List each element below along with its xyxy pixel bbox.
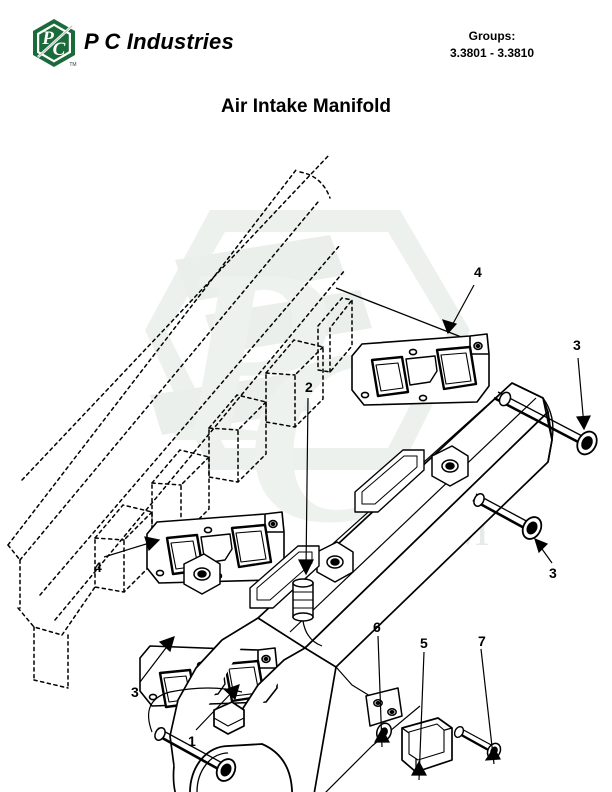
svg-text:TM: TM [69,62,76,68]
diagram-svg: P C TM [7,153,598,792]
callout-4-left: 4 [94,559,102,575]
groups-block: Groups: 3.3801 - 3.3810 [392,28,592,62]
plug-fitting [292,578,323,647]
groups-range: 3.3801 - 3.3810 [449,46,535,60]
svg-text:P: P [173,218,329,495]
callout-5: 5 [420,635,428,651]
callout-1: 1 [188,733,196,749]
pc-industries-logo: P C TM [28,17,80,69]
groups-label: Groups: [468,29,516,43]
cover-plate [401,717,453,773]
intake-manifold-gasket-lower [146,511,285,584]
callout-2: 2 [305,379,313,395]
callout-4-top: 4 [474,264,482,280]
brand-name: P C Industries [84,29,234,54]
capscrew-mid-right [472,493,543,540]
callout-3-right: 3 [549,565,557,581]
callout-3-top: 3 [573,337,581,353]
callout-6: 6 [373,619,381,635]
exploded-diagram: P C TM [0,140,612,792]
cover-plate-boss [365,687,403,727]
logo-hexagon-icon: P C TM [33,19,77,68]
callout-3-bottom: 3 [131,684,139,700]
callout-7: 7 [478,633,486,649]
capscrew-upper-right [493,391,598,456]
page-header: P C TM P C Industries Groups: 3.3801 - 3… [0,0,612,140]
svg-text:C: C [53,39,66,60]
page-title: Air Intake Manifold [221,96,391,117]
engine-block-phantom [7,153,353,689]
callout-leaders [103,284,591,781]
capscrew-bottom-left [148,687,243,782]
intake-manifold-gasket-upper [351,333,490,406]
